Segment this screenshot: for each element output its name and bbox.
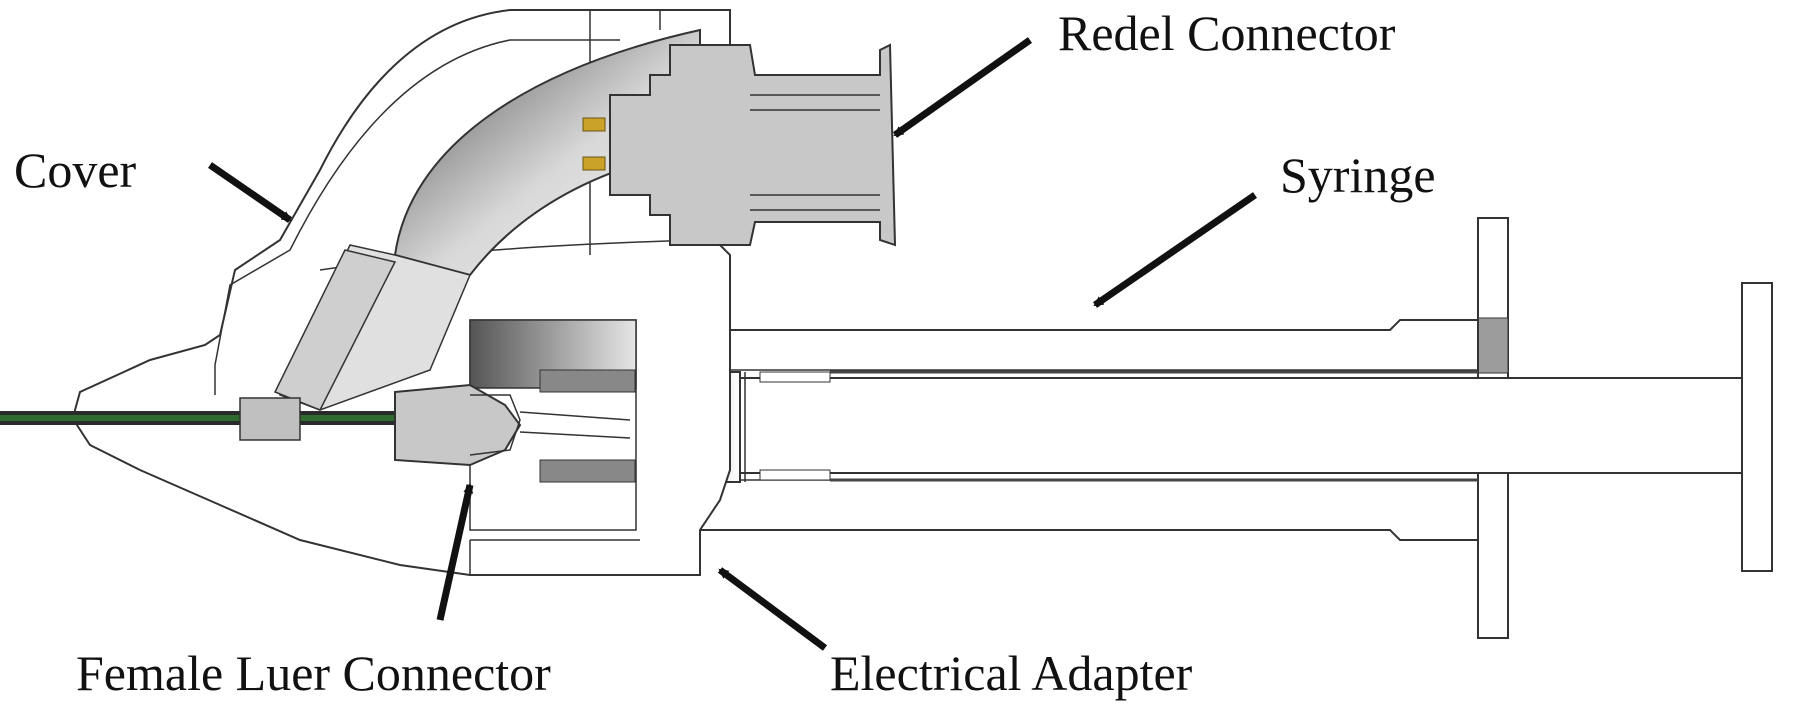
label-syringe: Syringe <box>1280 147 1436 203</box>
arrow-electrical-adapter <box>717 567 828 651</box>
plunger-thumb-rest <box>1741 282 1773 572</box>
label-female-luer-connector: Female Luer Connector <box>76 645 551 701</box>
arrow-cover <box>208 162 292 223</box>
redel-connector <box>582 43 897 247</box>
cover-elbow-tube <box>273 28 701 411</box>
arrow-redel-connector <box>892 37 1033 138</box>
female-luer-connector <box>239 369 636 483</box>
arrow-syringe <box>1093 192 1257 308</box>
arrow-female-luer-connector <box>436 483 474 621</box>
syringe-plunger <box>649 370 1743 483</box>
label-electrical-adapter: Electrical Adapter <box>830 645 1193 701</box>
label-redel-connector: Redel Connector <box>1058 5 1396 61</box>
label-cover: Cover <box>14 142 137 198</box>
